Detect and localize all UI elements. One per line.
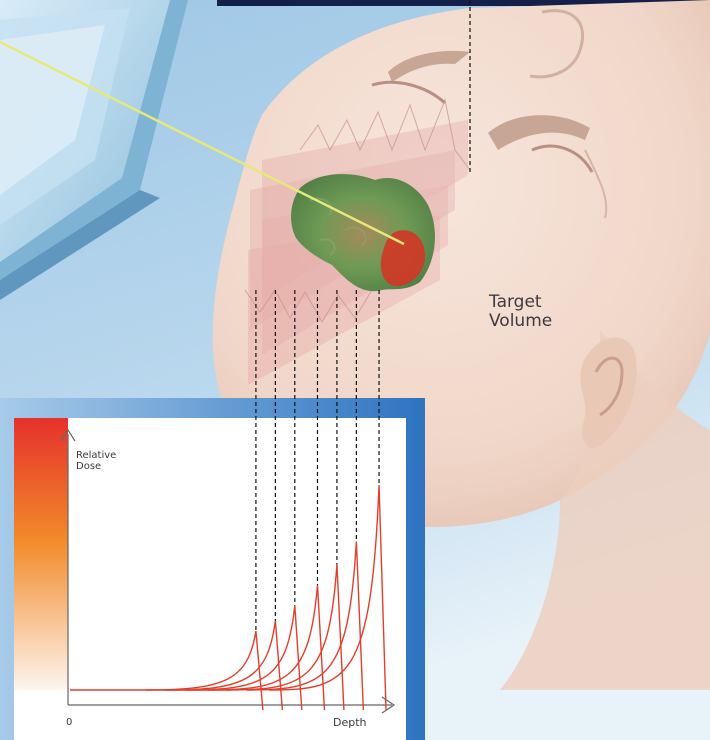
plot-area: [14, 418, 406, 740]
dose-color-bar: [14, 418, 68, 690]
y-axis-label-line2: Dose: [76, 461, 116, 472]
origin-label: 0: [66, 717, 72, 728]
target-volume-label: Target Volume: [489, 293, 552, 331]
target-label-line2: Volume: [489, 312, 552, 331]
target-label-line1: Target: [489, 293, 552, 312]
y-axis-label: Relative Dose: [76, 450, 116, 472]
y-axis-label-line1: Relative: [76, 450, 116, 461]
x-axis-label: Depth: [333, 716, 367, 729]
